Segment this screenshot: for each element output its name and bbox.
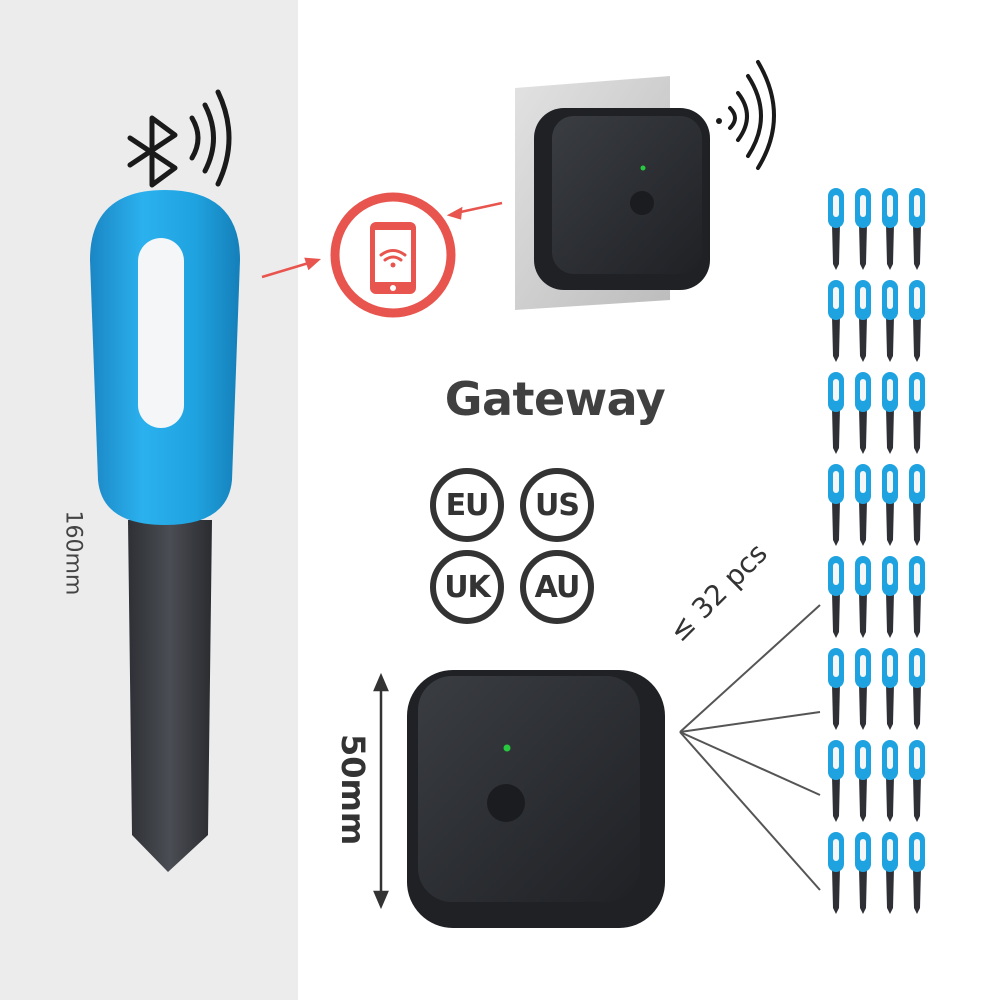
gateway-size-label: 50mm xyxy=(334,734,372,846)
mini-sensor xyxy=(855,464,871,546)
mini-sensor xyxy=(882,740,898,822)
mini-sensor xyxy=(855,832,871,914)
arrow-icon xyxy=(446,201,503,220)
mini-sensor xyxy=(882,648,898,730)
mini-sensor xyxy=(882,372,898,454)
mini-sensor xyxy=(828,832,844,914)
dimension-arrow xyxy=(373,672,389,910)
connection-lines xyxy=(679,604,821,891)
mini-sensor xyxy=(855,188,871,270)
mini-sensor xyxy=(855,740,871,822)
sensor-probe xyxy=(128,520,212,872)
mini-sensor xyxy=(882,188,898,270)
mini-sensor xyxy=(909,372,925,454)
gateway-button xyxy=(630,191,654,215)
mini-sensor xyxy=(828,372,844,454)
mini-sensor xyxy=(882,832,898,914)
gateway-led xyxy=(503,744,511,752)
mini-sensor xyxy=(855,648,871,730)
sensor-length-label: 160mm xyxy=(60,510,86,596)
arrow-icon xyxy=(261,257,322,279)
mini-sensor xyxy=(909,556,925,638)
sensor-grid xyxy=(828,188,925,914)
mini-sensor xyxy=(882,464,898,546)
mini-sensor xyxy=(909,832,925,914)
gateway-title: Gateway xyxy=(444,372,666,426)
mini-sensor xyxy=(909,740,925,822)
mini-sensor xyxy=(909,648,925,730)
mini-sensor xyxy=(909,188,925,270)
soil-sensor xyxy=(90,190,240,872)
mini-sensor xyxy=(909,280,925,362)
mini-sensor xyxy=(828,740,844,822)
wall-socket-gateway xyxy=(515,76,710,310)
sensor-light-window xyxy=(138,238,184,428)
bluetooth-icon xyxy=(127,115,178,188)
gateway-face xyxy=(418,676,640,902)
mini-sensor xyxy=(855,280,871,362)
gateway-large xyxy=(407,670,665,928)
mini-sensor xyxy=(909,464,925,546)
mini-sensor xyxy=(828,648,844,730)
mini-sensor xyxy=(828,280,844,362)
region-badge-uk: UK xyxy=(430,550,504,624)
wifi-signal-icon xyxy=(716,60,776,170)
mini-sensor xyxy=(828,188,844,270)
mini-sensor xyxy=(882,556,898,638)
mini-sensor xyxy=(855,372,871,454)
gateway-face xyxy=(552,116,702,274)
mini-sensor xyxy=(828,556,844,638)
region-badge-eu: EU xyxy=(430,468,504,542)
gateway-led xyxy=(640,165,646,171)
mini-sensor xyxy=(855,556,871,638)
mini-sensor xyxy=(882,280,898,362)
mini-sensor xyxy=(828,464,844,546)
region-badge-au: AU xyxy=(520,550,594,624)
phone-wifi-icon xyxy=(330,192,456,318)
gateway-button xyxy=(487,784,525,822)
wifi-signal-icon xyxy=(189,89,232,187)
region-badge-us: US xyxy=(520,468,594,542)
